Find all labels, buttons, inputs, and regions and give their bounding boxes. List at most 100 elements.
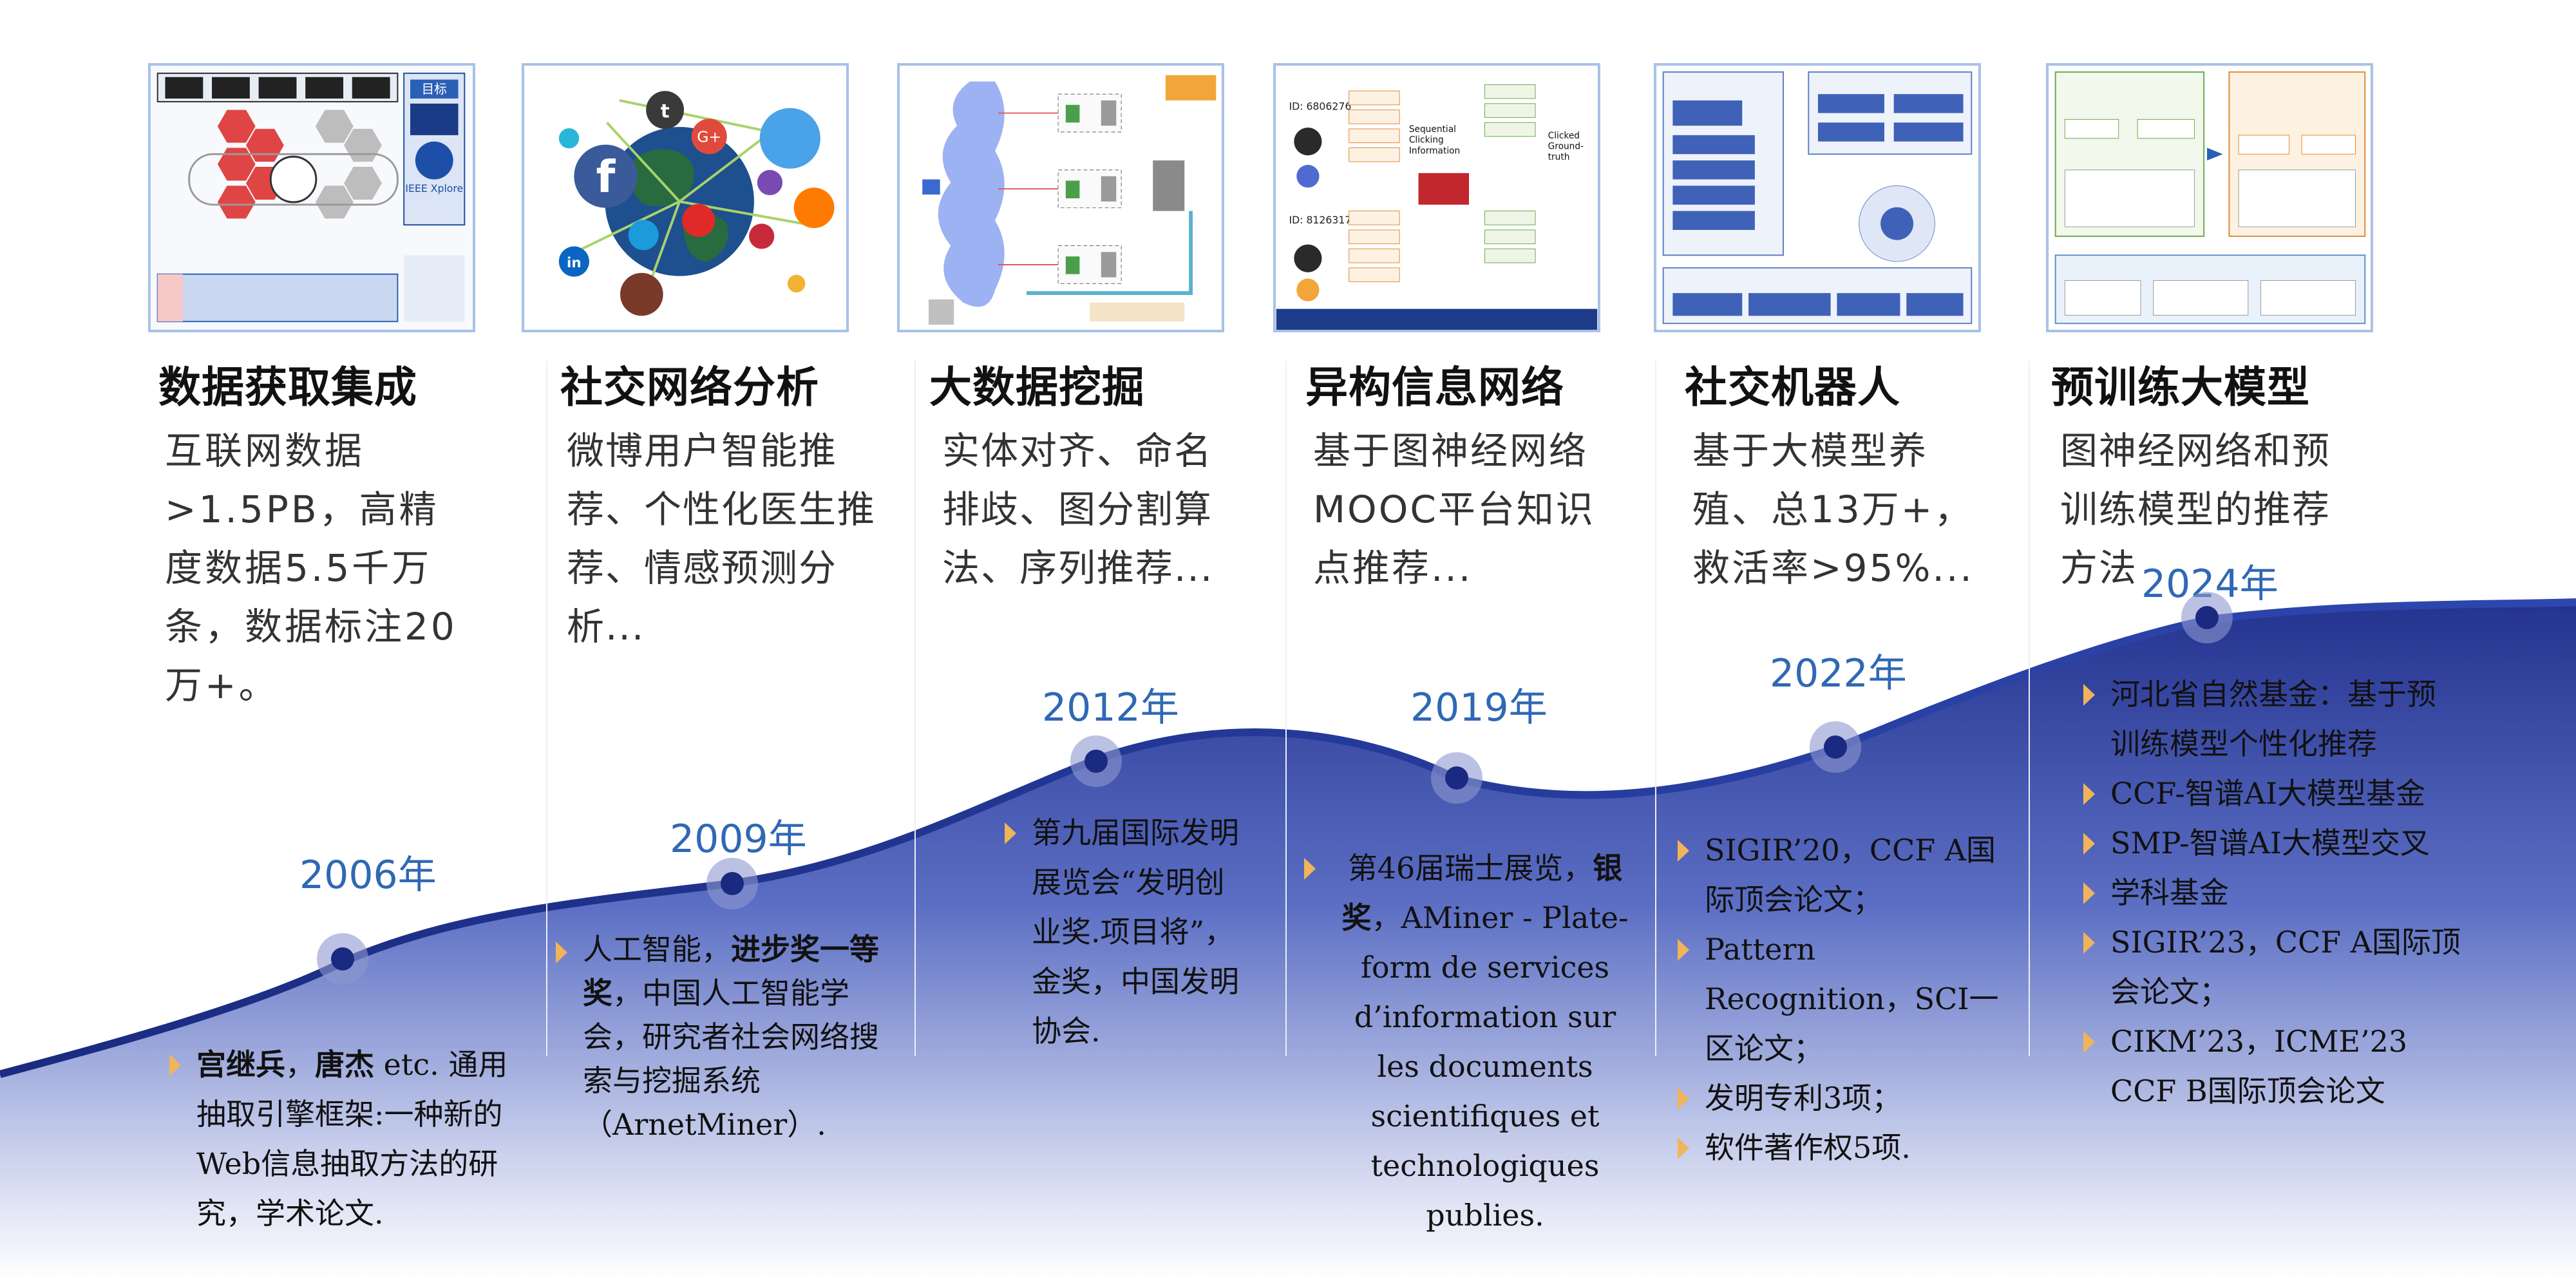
column-divider: [914, 361, 916, 1056]
big-data-architecture-icon: [900, 66, 1222, 330]
achievement-item: 河北省自然基金：基于预训练模型个性化推荐: [2083, 670, 2463, 769]
achievement-text: 人工智能，: [583, 932, 731, 967]
svg-text:G+: G+: [697, 128, 721, 146]
achievement-text: ，AMiner - Plate-form de services d’infor…: [1354, 900, 1629, 1233]
separator: ，: [285, 1047, 315, 1082]
bullet-arrow-icon: [556, 942, 567, 963]
achievement-text: CCF-智谱AI大模型基金: [2110, 776, 2426, 811]
column-divider: [546, 361, 547, 1056]
svg-text:Clicked: Clicked: [1548, 131, 1580, 141]
achievement-item: SIGIR’23，CCF A国际顶会论文；: [2083, 918, 2463, 1017]
column-description: 互联网数据>1.5PB，高精度数据5.5千万条，数据标注20万+。: [165, 429, 457, 707]
achievement-item: 宫继兵，唐杰 etc. 通用抽取引擎框架:一种新的Web信息抽取方法的研究，学术…: [169, 1040, 530, 1238]
timeline-dot: [1810, 721, 1861, 773]
achievement-item: 第46届瑞士展览，银奖，AMiner - Plate-form de servi…: [1304, 844, 1639, 1240]
svg-text:Sequential: Sequential: [1409, 124, 1456, 135]
column-description: 基于大模型养殖、总13万+，救活率>95%...: [1692, 429, 1974, 590]
achievement-2022: SIGIR’20，CCF A国际顶会论文； Pattern Recognitio…: [1678, 826, 2025, 1173]
pretrained-model-framework-icon: [2049, 66, 2371, 330]
achievement-text: 学科基金: [2110, 875, 2229, 910]
achievement-item: SIGIR’20，CCF A国际顶会论文；: [1678, 826, 2025, 925]
column-title: 社交网络分析: [560, 363, 819, 412]
column-title: 预训练大模型: [2051, 363, 2310, 412]
award-name: 银奖: [1341, 851, 1623, 935]
achievement-item: 软件著作权5项.: [1678, 1123, 2025, 1173]
column-title: 大数据挖掘: [929, 363, 1145, 412]
bullet-arrow-icon: [2083, 783, 2095, 805]
bullet-arrow-icon: [1304, 858, 1316, 880]
bullet-arrow-icon: [2083, 882, 2095, 904]
achievement-item: Pattern Recognition，SCI一区论文；: [1678, 925, 2025, 1074]
bullet-arrow-icon: [2083, 1031, 2095, 1053]
column-description: 实体对齐、命名排歧、图分割算法、序列推荐...: [942, 429, 1214, 590]
svg-text:ID: 6806276: ID: 6806276: [1289, 100, 1351, 113]
achievement-text: ，中国人工智能学会，研究者社会网络搜索与挖掘系统（ArnetMiner）.: [583, 976, 879, 1142]
svg-text:Clicking: Clicking: [1409, 135, 1444, 146]
column-title: 异构信息网络: [1305, 363, 1564, 412]
column-description: 图神经网络和预训练模型的推荐方法: [2060, 429, 2331, 590]
bullet-arrow-icon: [2083, 932, 2095, 954]
wave-line: [0, 598, 2576, 1078]
achievement-item: CCF-智谱AI大模型基金: [2083, 769, 2463, 819]
column-title: 社交机器人: [1685, 363, 1900, 412]
svg-text:t: t: [661, 100, 670, 122]
year-label: 2012年: [1042, 685, 1179, 730]
wave-fill: [0, 602, 2576, 1279]
achievement-2024: 河北省自然基金：基于预训练模型个性化推荐 CCF-智谱AI大模型基金 SMP-智…: [2083, 670, 2463, 1116]
achievement-item: SMP-智谱AI大模型交叉: [2083, 819, 2463, 868]
svg-text:Ground-: Ground-: [1548, 141, 1584, 151]
column-divider: [2029, 361, 2030, 1056]
bullet-arrow-icon: [1005, 822, 1016, 844]
svg-text:in: in: [567, 255, 582, 271]
achievement-text: etc. 通用抽取引擎框架:一种新的Web信息抽取方法的研究，学术论文.: [196, 1047, 508, 1231]
achievement-item: 发明专利3项；: [1678, 1074, 2025, 1123]
timeline-dot: [1431, 752, 1482, 804]
author-name: 宫继兵: [196, 1047, 285, 1082]
bullet-arrow-icon: [2083, 833, 2095, 855]
achievement-item: 第九届国际发明展览会“发明创业奖.项目将”，金奖，中国发明协会.: [1005, 808, 1249, 1056]
social-bot-thumbnail: [1654, 63, 1981, 332]
achievement-text: 软件著作权5项.: [1705, 1130, 1911, 1165]
svg-text:ID: 8126317: ID: 8126317: [1289, 214, 1351, 226]
data-integration-thumbnail: 目标 IEEE Xplore: [148, 63, 475, 332]
achievement-item: 人工智能，进步奖一等奖，中国人工智能学会，研究者社会网络搜索与挖掘系统（Arne…: [556, 927, 891, 1146]
award-name: 进步奖一等奖: [583, 932, 879, 1010]
svg-text:f: f: [596, 151, 616, 203]
achievement-item: CIKM’23，ICME’23 CCF B国际顶会论文: [2083, 1017, 2463, 1116]
author-name: 唐杰: [315, 1047, 374, 1082]
achievement-2006: 宫继兵，唐杰 etc. 通用抽取引擎框架:一种新的Web信息抽取方法的研究，学术…: [169, 1040, 530, 1238]
achievement-text: Pattern Recognition，SCI一区论文；: [1705, 932, 1999, 1066]
svg-text:Information: Information: [1409, 146, 1460, 156]
pretrained-model-thumbnail: [2046, 63, 2373, 332]
year-label: 2009年: [670, 817, 807, 862]
achievement-text: SMP-智谱AI大模型交叉: [2110, 826, 2430, 860]
year-label: 2019年: [1410, 685, 1548, 730]
achievement-text: SIGIR’20，CCF A国际顶会论文；: [1705, 833, 1996, 917]
data-integration-diagram-icon: 目标 IEEE Xplore: [156, 72, 466, 323]
svg-text:truth: truth: [1548, 152, 1570, 162]
timeline-dot: [317, 933, 368, 985]
bullet-arrow-icon: [169, 1054, 181, 1076]
column-description: 基于图神经网络MOOC平台知识点推荐...: [1313, 429, 1595, 590]
achievement-text: CIKM’23，ICME’23 CCF B国际顶会论文: [2110, 1024, 2408, 1108]
timeline-dot: [1070, 735, 1122, 787]
bullet-arrow-icon: [1678, 1137, 1689, 1159]
achievement-text: 第46届瑞士展览，: [1347, 851, 1593, 886]
social-network-thumbnail: f t G+ in: [522, 63, 849, 332]
bullet-arrow-icon: [2083, 684, 2095, 706]
bullet-arrow-icon: [1678, 840, 1689, 862]
year-label: 2006年: [299, 853, 437, 898]
column-divider: [1655, 361, 1656, 1056]
bullet-arrow-icon: [1678, 1088, 1689, 1110]
achievement-text: 第九届国际发明展览会“发明创业奖.项目将”，金奖，中国发明协会.: [1032, 815, 1239, 1048]
big-data-mining-thumbnail: [897, 63, 1224, 332]
achievement-2019: 第46届瑞士展览，银奖，AMiner - Plate-form de servi…: [1304, 844, 1639, 1240]
column-title: 数据获取集成: [158, 363, 417, 412]
achievement-2009: 人工智能，进步奖一等奖，中国人工智能学会，研究者社会网络搜索与挖掘系统（Arne…: [556, 927, 891, 1146]
heterogeneous-network-diagram-icon: ID: 6806276 ID: 8126317 Sequential Click…: [1276, 66, 1598, 330]
achievement-2012: 第九届国际发明展览会“发明创业奖.项目将”，金奖，中国发明协会.: [1005, 808, 1249, 1056]
year-label: 2022年: [1770, 651, 1907, 696]
achievement-item: 学科基金: [2083, 868, 2463, 918]
